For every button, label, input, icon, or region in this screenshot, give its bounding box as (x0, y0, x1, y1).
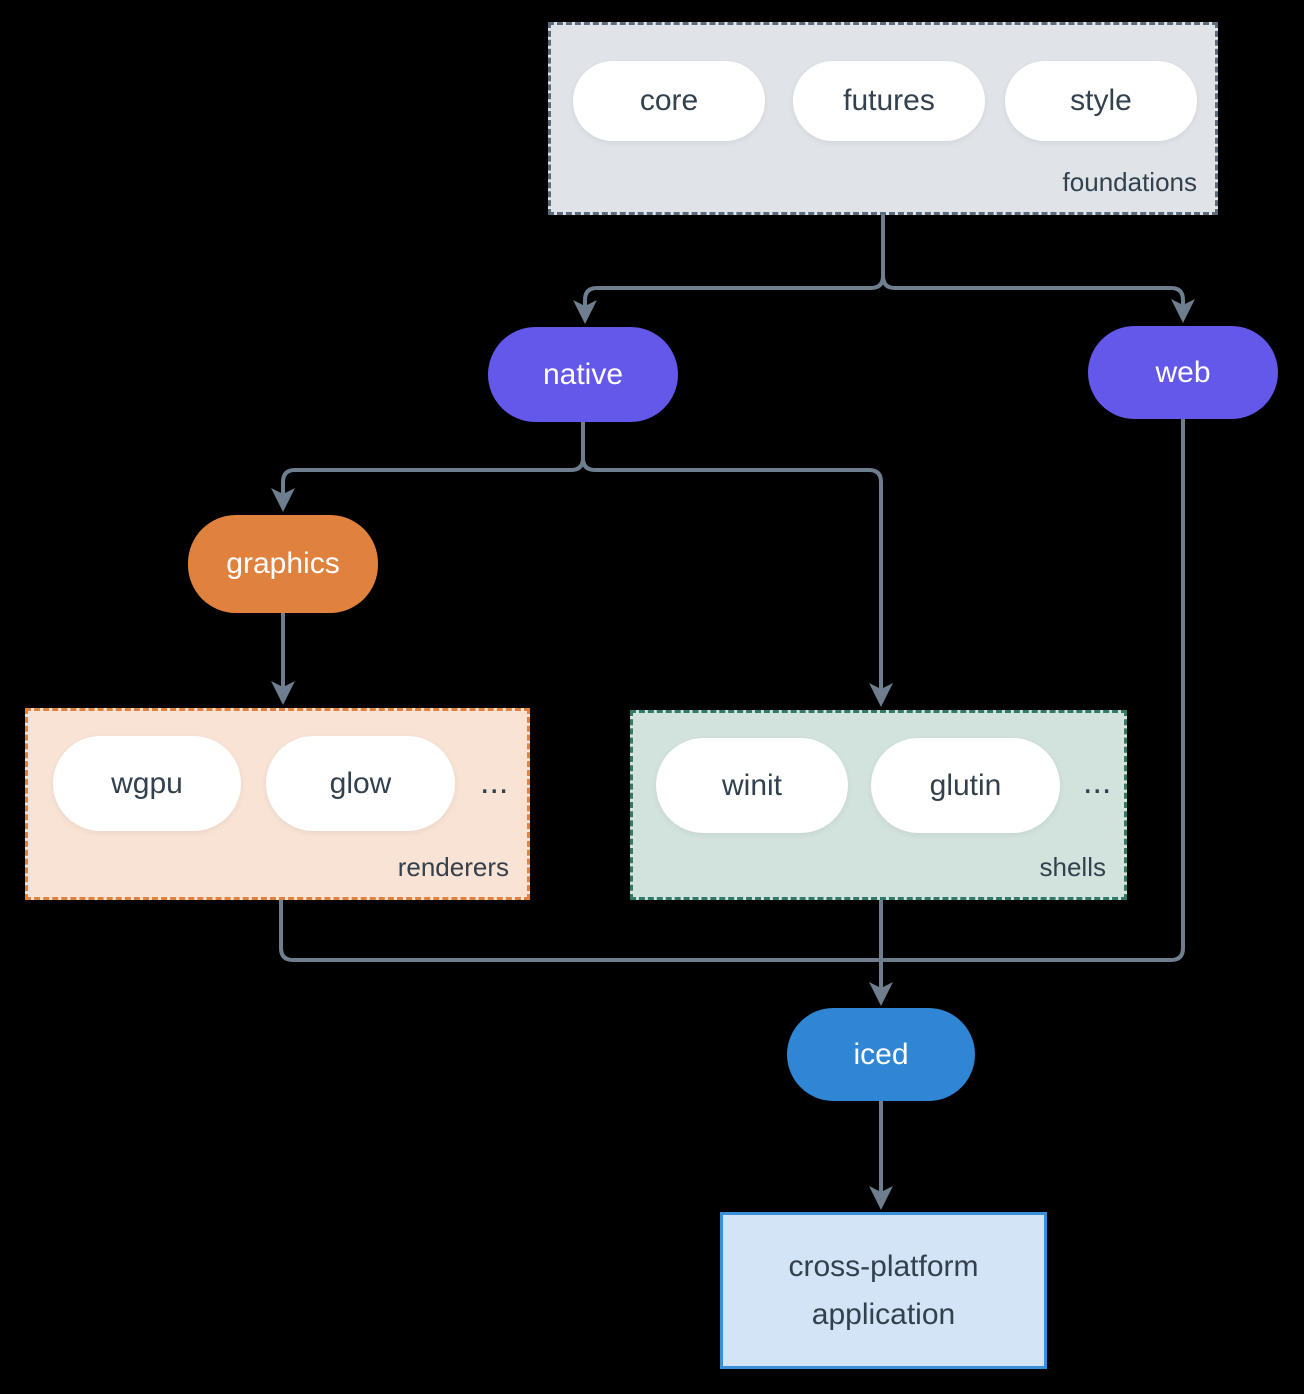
application-node: cross-platform application (720, 1212, 1047, 1369)
renderers-group: wgpu glow ... renderers (25, 708, 530, 900)
renderers-ellipsis: ... (480, 763, 509, 801)
crate-pill-futures: futures (793, 61, 985, 141)
application-label-line1: cross-platform (788, 1249, 979, 1283)
crate-pill-style: style (1005, 61, 1197, 141)
graphics-node: graphics (188, 515, 378, 613)
iced-node: iced (787, 1008, 975, 1101)
crate-pill-winit: winit (656, 738, 848, 833)
arrow-native-to-graphics (271, 422, 585, 512)
line-renderers-to-merge (279, 900, 881, 962)
shells-group: winit glutin ... shells (630, 710, 1127, 900)
shells-ellipsis: ... (1083, 763, 1112, 801)
arrow-foundations-to-native (573, 215, 885, 324)
renderers-label: renderers (397, 852, 509, 882)
crate-pill-glow: glow (266, 736, 455, 831)
application-label-line2: application (811, 1297, 956, 1331)
foundations-label: foundations (1062, 167, 1197, 197)
crate-pill-core: core (573, 61, 765, 141)
crate-pill-wgpu: wgpu (53, 736, 241, 831)
arrow-native-to-shells (581, 422, 893, 707)
native-node: native (488, 327, 678, 422)
crate-pill-glutin: glutin (871, 738, 1060, 833)
shells-label: shells (1039, 852, 1106, 882)
foundations-group: core futures style foundations (548, 22, 1218, 215)
arrow-foundations-to-web (881, 215, 1195, 323)
web-node: web (1088, 326, 1278, 419)
